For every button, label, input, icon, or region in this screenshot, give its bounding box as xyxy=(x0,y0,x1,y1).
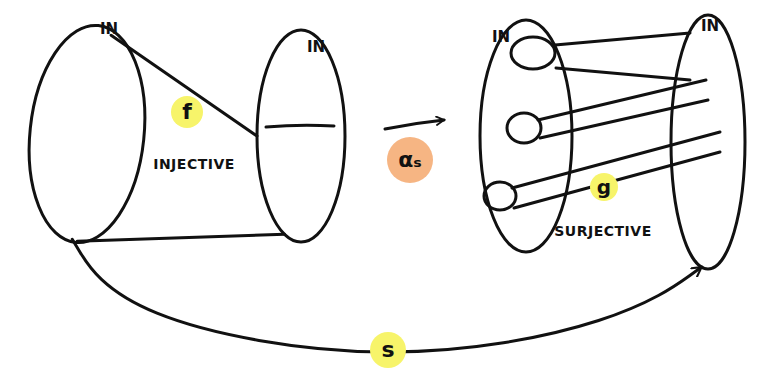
subset-blob xyxy=(511,37,555,69)
set-ellipse: IN xyxy=(480,20,572,252)
ellipse-outline-path xyxy=(671,15,745,269)
band-line xyxy=(555,33,690,45)
highlighted-symbol: s xyxy=(370,332,406,368)
mapping-line xyxy=(111,35,257,136)
cut-line xyxy=(266,125,334,127)
set-label: IN xyxy=(100,22,118,37)
band-line xyxy=(556,68,690,80)
ellipse-outline xyxy=(257,30,345,242)
set-ellipse: IN xyxy=(30,25,144,243)
highlighted-symbol: g xyxy=(590,173,618,201)
highlighted-symbol: αₛ xyxy=(387,137,433,183)
set-label: IN xyxy=(492,30,510,45)
ellipse-outline-path xyxy=(19,20,155,249)
ellipse-outline xyxy=(671,15,745,269)
ellipse-outline-path xyxy=(257,30,345,242)
ellipse-outline xyxy=(30,25,144,243)
subset-circle xyxy=(507,113,541,143)
band-line xyxy=(538,80,706,120)
property-note: INJECTIVE xyxy=(153,157,235,172)
band-line xyxy=(514,152,720,208)
set-label: IN xyxy=(701,19,719,34)
set-ellipse: IN xyxy=(671,15,745,269)
ellipse-outline-path xyxy=(480,20,572,252)
property-note: SURJECTIVE xyxy=(554,224,651,239)
set-ellipse: IN xyxy=(257,30,345,242)
mapping-line xyxy=(77,234,284,241)
highlighted-symbol: f xyxy=(171,96,203,128)
ellipse-outline xyxy=(480,20,572,252)
band-line xyxy=(540,100,708,138)
set-label: IN xyxy=(307,40,325,55)
transform-arrow xyxy=(385,120,444,129)
